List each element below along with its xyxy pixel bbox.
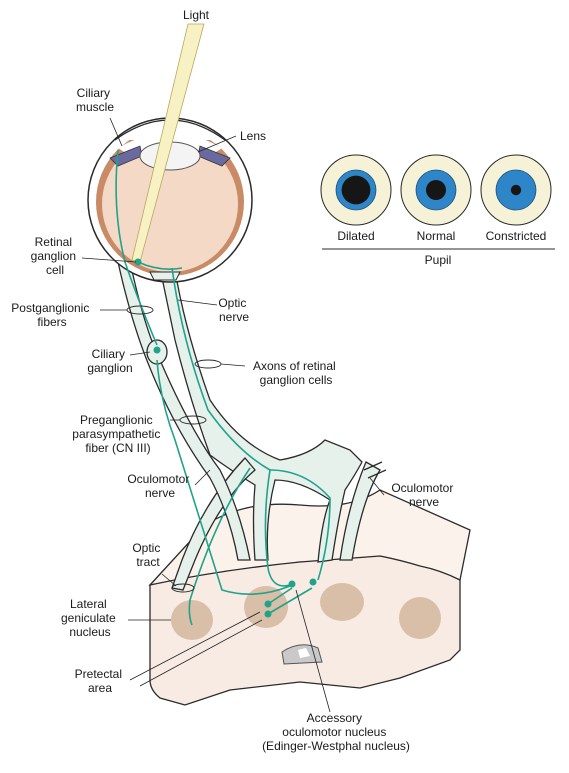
pupil (426, 180, 446, 200)
pupil (510, 184, 522, 196)
lateral-geniculate-nucleus-shape (171, 600, 213, 640)
brainstem-front-face (149, 555, 461, 706)
pupil-state-label: Dilated (337, 229, 374, 243)
pupil-state-label: Constricted (486, 229, 547, 243)
crossing-fiber (269, 469, 331, 581)
label-oculomotor-nerve-left: Oculomotor nerve (127, 472, 192, 500)
eyeball (87, 117, 253, 283)
eye-interior (102, 136, 238, 272)
pupil-size-panel: Dilated Normal Constricted Pupil (320, 154, 555, 267)
pupil (341, 175, 371, 205)
optic-disc (149, 271, 181, 281)
pupil-state-constricted: Constricted (480, 154, 552, 243)
nerve-tracts (117, 261, 387, 591)
pretectal-link-2 (267, 587, 313, 615)
pretectal-node-1 (264, 600, 272, 608)
label-ciliary-ganglion: Ciliary ganglion (87, 347, 132, 375)
contralateral-pretectal-shape (320, 583, 364, 621)
label-postganglionic-fibers: Postganglionic fibers (11, 301, 92, 329)
label-preganglionic-fiber: Preganglionic parasympathetic fiber (CN … (72, 413, 163, 455)
fiber-nodes (134, 258, 317, 618)
ciliary-ganglion-node (153, 346, 161, 354)
optic-nerve-tube (159, 267, 363, 563)
label-optic-nerve: Optic nerve (218, 296, 249, 324)
neural-fibers (115, 149, 331, 626)
pupil-states: Dilated Normal Constricted (320, 154, 552, 243)
label-ciliary-muscle: Ciliary muscle (76, 86, 114, 114)
aqueduct-opening (298, 648, 310, 658)
preganglionic-fiber-path (156, 359, 291, 595)
optic-tract-section (171, 583, 195, 593)
pupil-state-label: Normal (417, 229, 456, 243)
retinal-fiber-arc (137, 261, 183, 270)
label-oculomotor-nerve-right: Oculomotor nerve (391, 481, 456, 509)
ew-node-left (288, 580, 296, 588)
optic-tract-fiber (188, 467, 251, 626)
ew-node-right (309, 578, 317, 586)
pretectal-link-1 (267, 587, 293, 605)
brainstem-section (148, 489, 471, 706)
label-axons-retinal-ganglion: Axons of retinal ganglion cells (253, 359, 339, 387)
retinal-ganglion-node (134, 258, 142, 266)
postganglionic-fiber-path (115, 149, 158, 346)
pupil-panel-title: Pupil (425, 253, 452, 267)
optic-nerve-fiber (171, 267, 291, 587)
pupil-state-normal: Normal (400, 154, 472, 243)
pretectal-nucleus-shape (244, 586, 288, 628)
label-lens: Lens (240, 129, 266, 143)
label-optic-tract: Optic tract (132, 541, 163, 569)
label-pretectal-area: Pretectal area (75, 667, 126, 695)
contralateral-geniculate-shape (399, 597, 441, 639)
oculomotor-cut-stub (363, 461, 387, 479)
label-accessory-oculomotor: Accessory oculomotor nucleus (Edinger-We… (262, 711, 410, 753)
label-retinal-ganglion-cell: Retinal ganglion cell (31, 235, 80, 277)
axons-section (194, 359, 222, 369)
pupil-state-dilated: Dilated (320, 154, 392, 243)
label-lateral-geniculate: Lateral geniculate nucleus (61, 597, 119, 639)
label-light: Light (183, 8, 210, 22)
oculomotor-nerve-tube-right (339, 461, 381, 561)
labels: Light Ciliary muscle Lens Retinal gangli… (11, 8, 456, 753)
pretectal-node-2 (264, 610, 272, 618)
leader-lines (81, 117, 385, 713)
